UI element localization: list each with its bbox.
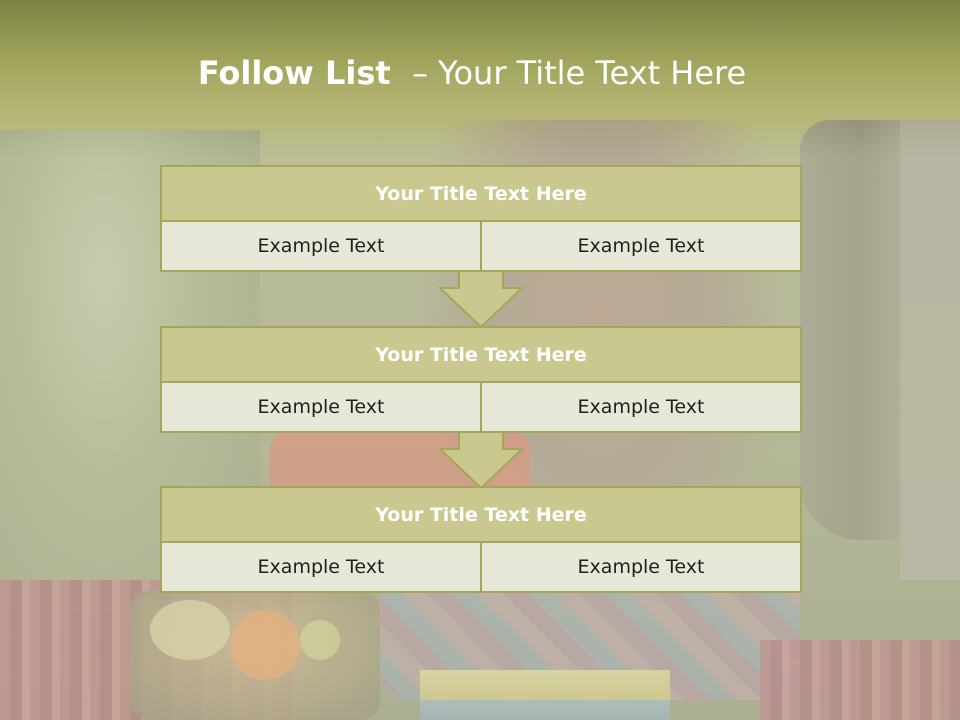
- block-cell-left: Example Text: [257, 556, 385, 578]
- block-heading: Your Title Text Here: [160, 326, 802, 383]
- block-row: Example Text Example Text: [160, 543, 802, 593]
- orange-fruit: [230, 610, 300, 680]
- apple-fruit: [300, 620, 340, 660]
- melon-fruit: [150, 600, 230, 660]
- slide-title-bold: Follow List: [197, 54, 402, 92]
- down-arrow-icon: [438, 270, 524, 328]
- list-block-2: Your Title Text Here Example Text Exampl…: [160, 326, 802, 433]
- book: [420, 670, 670, 720]
- block-cell-right: Example Text: [480, 383, 800, 431]
- slide-title: Follow List – Your Title Text Here: [0, 54, 944, 92]
- slide-title-rest: – Your Title Text Here: [401, 54, 747, 92]
- down-arrow-icon: [438, 431, 524, 489]
- tree-trunk-edge: [900, 120, 960, 580]
- block-cell-right: Example Text: [480, 222, 800, 270]
- list-block-3: Your Title Text Here Example Text Exampl…: [160, 486, 802, 593]
- block-row: Example Text Example Text: [160, 222, 802, 272]
- picnic-blanket-right: [760, 640, 960, 720]
- list-block-1: Your Title Text Here Example Text Exampl…: [160, 165, 802, 272]
- block-cell-left: Example Text: [257, 396, 385, 418]
- block-row: Example Text Example Text: [160, 383, 802, 433]
- block-cell-left: Example Text: [257, 235, 385, 257]
- block-cell-right: Example Text: [480, 543, 800, 591]
- block-heading: Your Title Text Here: [160, 486, 802, 543]
- block-heading: Your Title Text Here: [160, 165, 802, 222]
